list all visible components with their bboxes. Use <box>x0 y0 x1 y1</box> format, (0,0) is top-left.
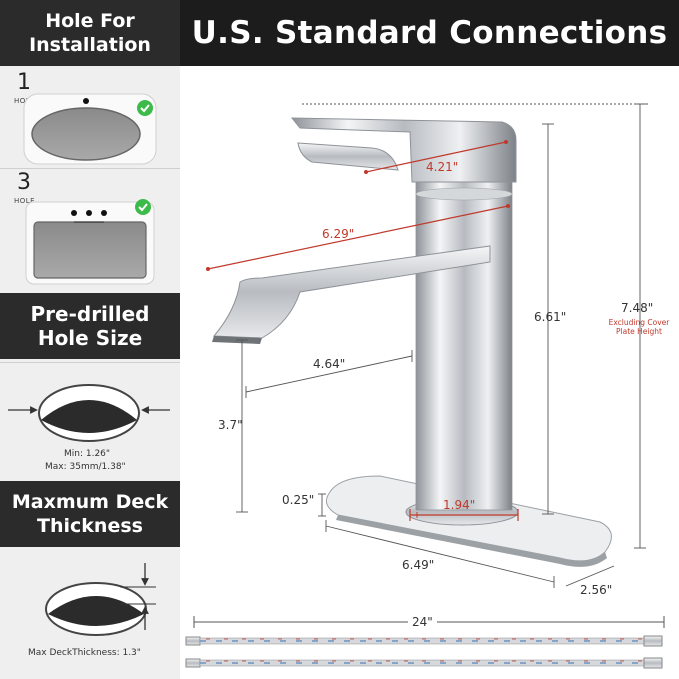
plate-length-label: 6.49" <box>402 558 435 572</box>
plate-thickness-label: 0.25" <box>282 493 315 507</box>
faucet <box>212 117 612 567</box>
three-hole-sink <box>25 201 155 285</box>
spout-length-label: 6.29" <box>322 227 355 241</box>
hoses <box>185 616 665 669</box>
predrilled-header-line1: Pre-drilled <box>30 302 150 326</box>
installation-header: Hole For Installation <box>0 0 180 66</box>
deck-header-line2: Thickness <box>37 515 143 537</box>
deck-header-line1: Maxmum Deck <box>11 491 169 513</box>
spout-dimension-line <box>207 205 509 270</box>
predrilled-header: Pre-drilled Hole Size <box>0 293 180 359</box>
predrilled-header-line2: Hole Size <box>37 326 143 350</box>
check-icon <box>137 100 153 116</box>
total-height-note: Excluding Cover Plate Height <box>606 318 672 336</box>
installation-header-line2: Installation <box>29 34 151 56</box>
base-diameter-label: 1.94" <box>443 498 476 512</box>
spout-clearance-label: 3.7" <box>218 418 243 432</box>
one-hole-label: HOLE <box>14 97 36 105</box>
note-line2: Plate Height <box>616 327 662 336</box>
installation-header-line1: Hole For <box>45 10 135 32</box>
handle-length-label: 4.21" <box>426 160 459 174</box>
three-hole-label: HOLE <box>14 197 36 205</box>
divider <box>0 168 180 169</box>
divider <box>0 362 180 363</box>
total-height-label: 7.48" <box>621 301 654 315</box>
predrilled-hole-diagram <box>8 384 170 442</box>
hose-length-label: 24" <box>408 615 437 629</box>
spout-reach-label: 4.64" <box>313 357 346 371</box>
one-hole-sink <box>23 93 157 165</box>
body-height-label: 6.61" <box>534 310 567 324</box>
one-hole-number: 1 <box>17 70 31 95</box>
page-title: U.S. Standard Connections <box>191 15 668 51</box>
deck-thickness-diagram <box>45 563 156 636</box>
plate-width-label: 2.56" <box>580 583 613 597</box>
max-hole-size: Max: 35mm/1.38" <box>45 462 126 472</box>
max-deck-thickness: Max DeckThickness: 1.3" <box>28 648 141 658</box>
min-hole-size: Min: 1.26" <box>64 449 111 459</box>
dimension-lines <box>236 103 648 588</box>
title-bar <box>180 0 679 66</box>
deck-header: Maxmum Deck Thickness <box>0 481 180 547</box>
three-hole-number: 3 <box>17 170 31 195</box>
handle-dimension-line <box>365 141 507 173</box>
note-line1: Excluding Cover <box>608 318 670 327</box>
check-icon <box>135 199 151 215</box>
